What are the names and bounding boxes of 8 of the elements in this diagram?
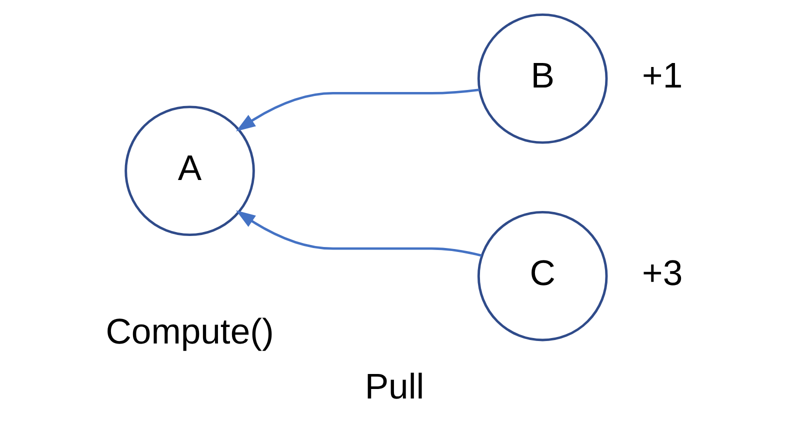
node-label: +3: [642, 253, 683, 294]
arrow: [236, 88, 480, 132]
node-label: Compute(): [106, 311, 274, 352]
node-label: +1: [642, 56, 683, 96]
arrow: [236, 210, 482, 257]
caption: Pull: [364, 366, 424, 406]
node-circle: B: [477, 14, 608, 144]
node-circle: C: [477, 210, 608, 342]
